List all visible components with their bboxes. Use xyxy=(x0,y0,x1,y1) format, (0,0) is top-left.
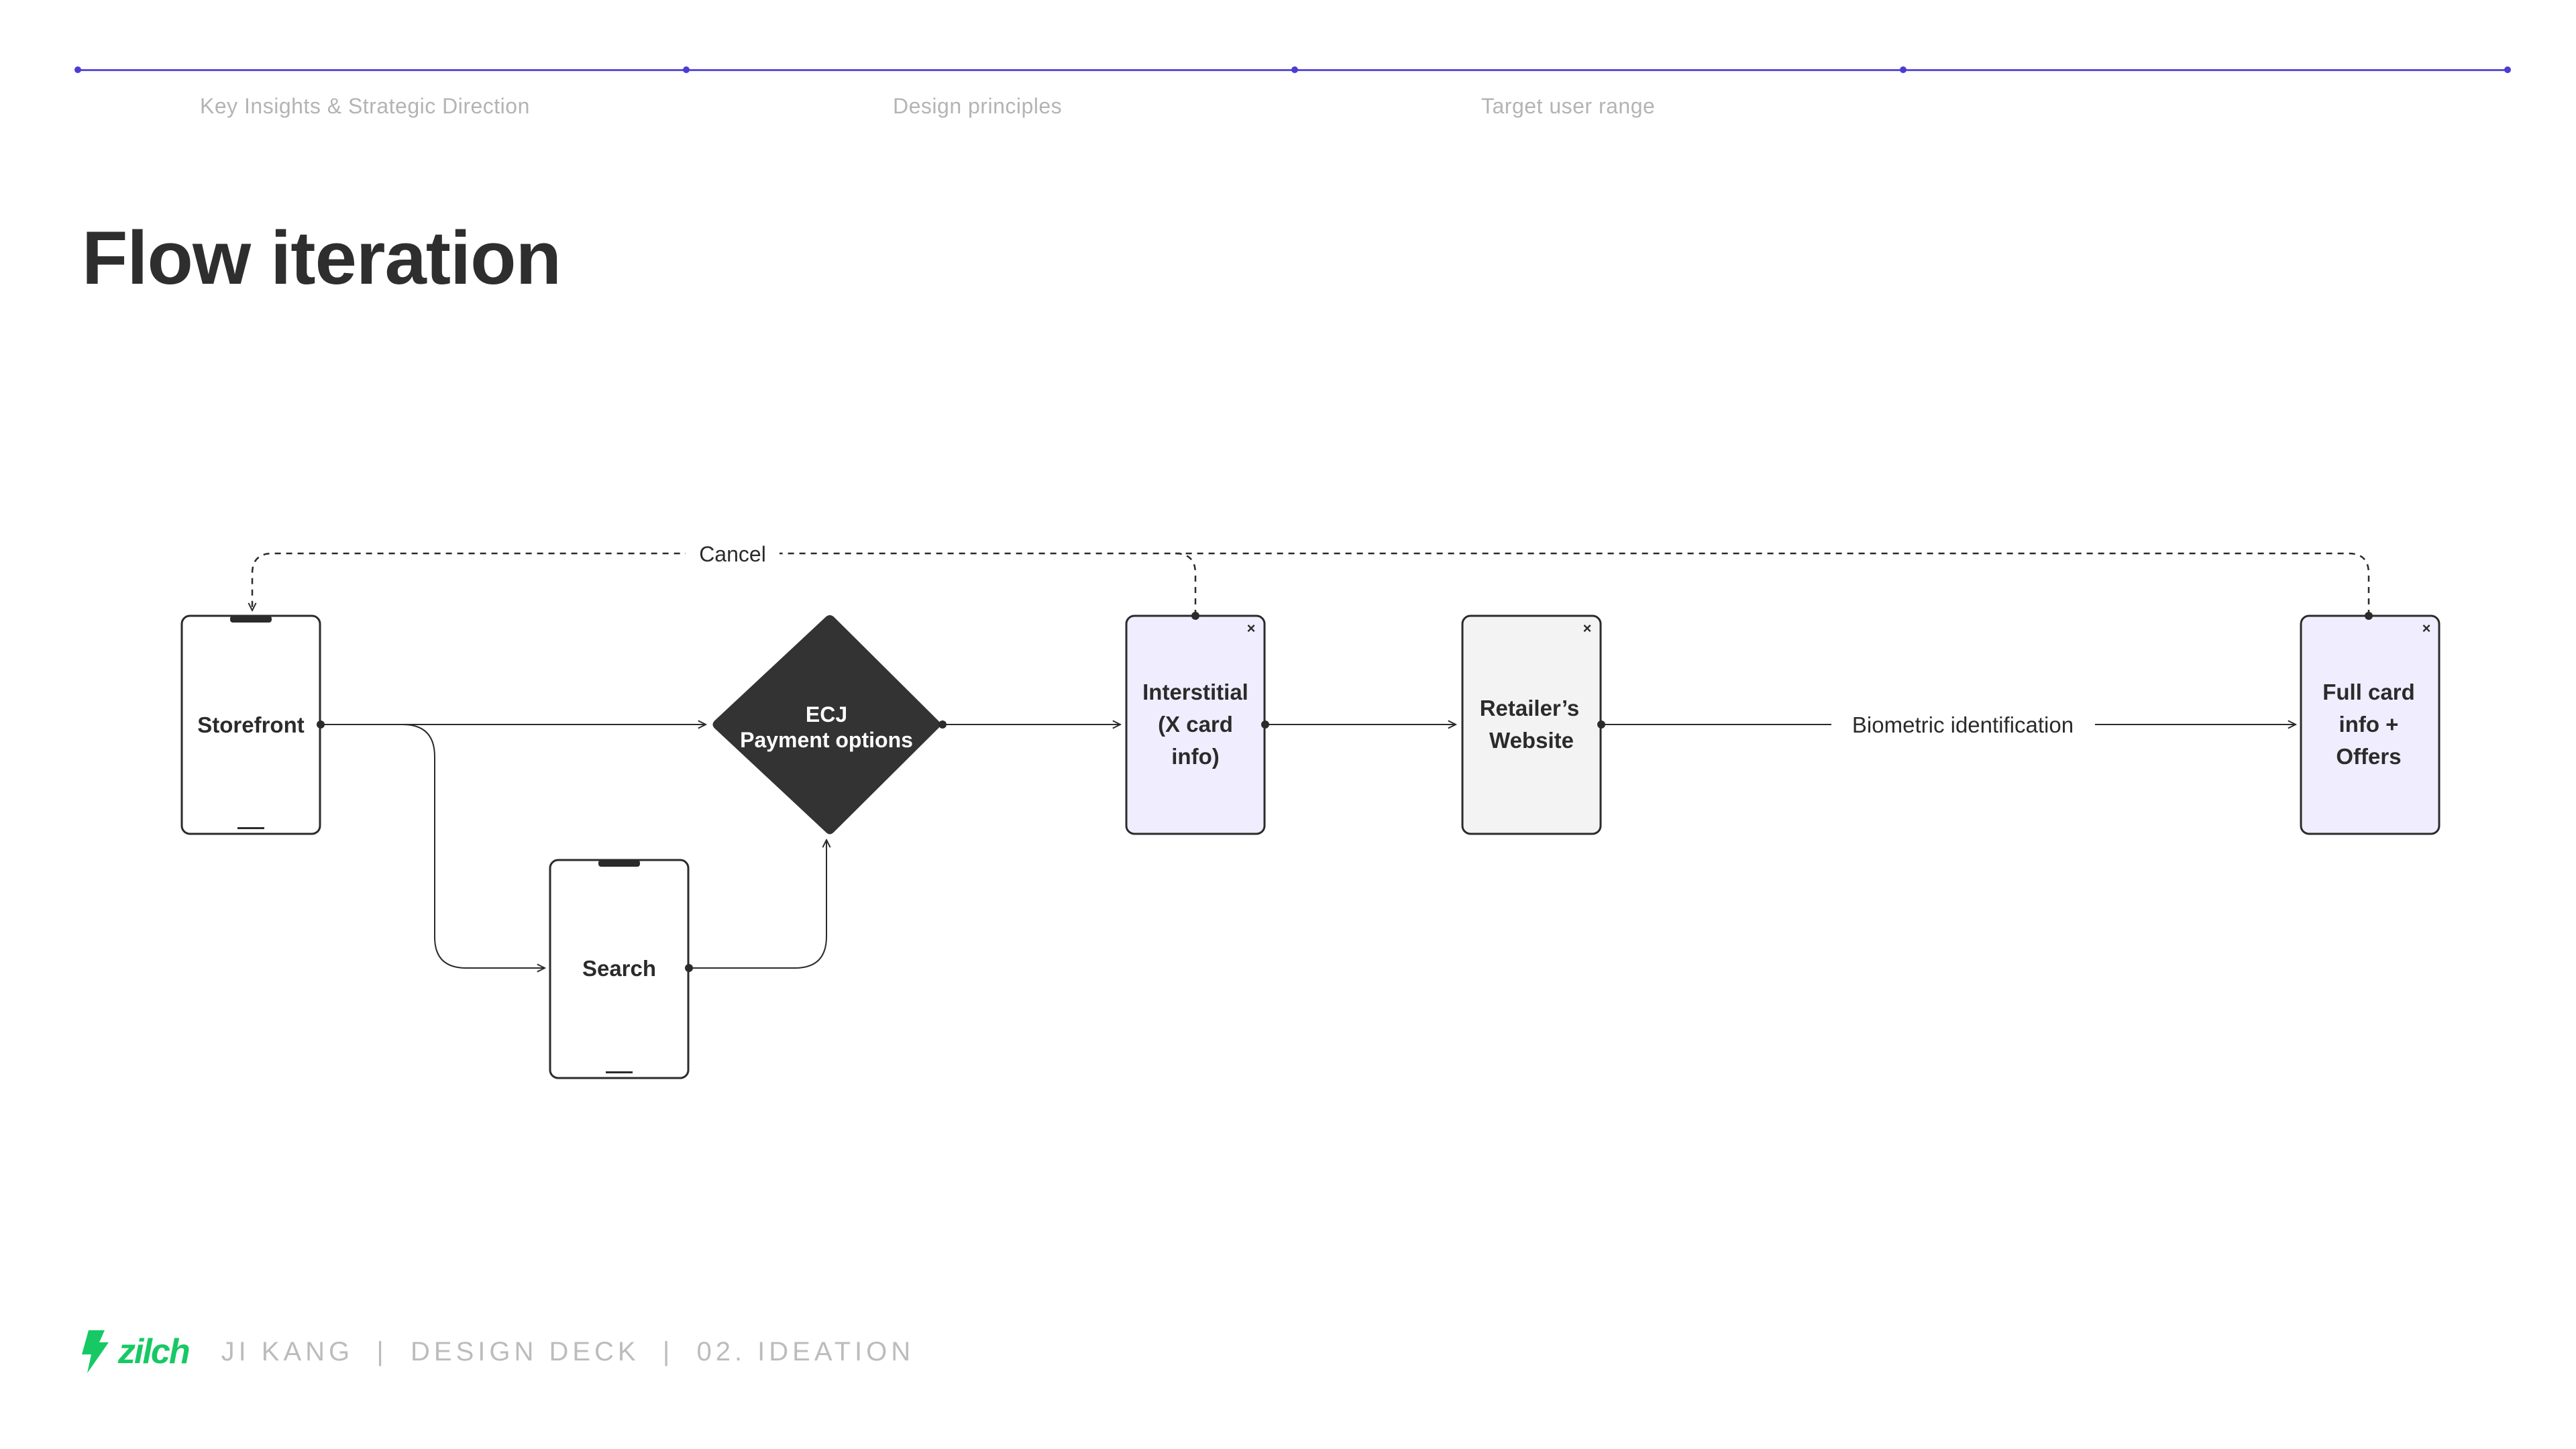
biometric-label: Biometric identification xyxy=(1852,712,2074,737)
phone-notch xyxy=(230,616,272,623)
node-retailer-website[interactable]: × Retailer’s Website xyxy=(1461,614,1602,835)
fullcard-label-line3: Offers xyxy=(2336,744,2401,769)
zilch-logo-icon xyxy=(82,1330,109,1373)
cancel-connector-fullcard xyxy=(1175,552,2370,616)
port-dot xyxy=(938,720,947,729)
retailer-label-line2: Website xyxy=(1489,728,1574,753)
port-dot xyxy=(685,964,693,972)
home-indicator xyxy=(237,827,264,829)
interstitial-label-line1: Interstitial xyxy=(1142,680,1248,704)
page-title: Flow iteration xyxy=(82,216,561,300)
progress-dot xyxy=(683,66,690,73)
node-full-card-info[interactable]: × Full card info + Offers xyxy=(2300,614,2440,835)
port-dot xyxy=(317,720,325,729)
zilch-logo: zilch xyxy=(79,1329,191,1375)
node-storefront[interactable]: Storefront xyxy=(180,614,321,835)
progress-dot xyxy=(1291,66,1298,73)
storefront-label: Storefront xyxy=(197,712,305,737)
port-dot xyxy=(1261,720,1269,729)
close-icon[interactable]: × xyxy=(2422,620,2431,637)
progress-dot xyxy=(74,66,81,73)
nav-item-target-user-range[interactable]: Target user range xyxy=(1481,94,1656,118)
phone-notch xyxy=(598,860,640,867)
connector-storefront-search xyxy=(402,724,545,968)
node-ecj-payment-options[interactable]: ECJ Payment options xyxy=(712,615,941,835)
nav-item-design-principles[interactable]: Design principles xyxy=(893,94,1063,118)
interstitial-label-line3: info) xyxy=(1171,744,1219,769)
node-search[interactable]: Search xyxy=(549,859,690,1079)
port-dot xyxy=(1597,720,1605,729)
fullcard-label-line2: info + xyxy=(2339,712,2399,737)
close-icon[interactable]: × xyxy=(1247,620,1256,637)
port-dot xyxy=(1191,612,1199,620)
cancel-label-bg xyxy=(686,539,780,568)
port-dot xyxy=(2365,612,2373,620)
cancel-label: Cancel xyxy=(699,542,766,566)
progress-dot xyxy=(1900,66,1907,73)
fullcard-label-line1: Full card xyxy=(2322,680,2415,704)
footer-credits: JI KANG | DESIGN DECK | 02. IDEATION xyxy=(221,1336,915,1366)
zilch-wordmark: zilch xyxy=(118,1332,191,1371)
interstitial-label-line2: (X card xyxy=(1158,712,1233,737)
search-label: Search xyxy=(582,956,656,981)
decision-label-line2: Payment options xyxy=(740,728,913,752)
home-indicator xyxy=(606,1071,633,1073)
close-icon[interactable]: × xyxy=(1583,620,1592,637)
footer: zilch JI KANG | DESIGN DECK | 02. IDEATI… xyxy=(79,1325,914,1379)
progress-dot xyxy=(2504,66,2511,73)
nav-item-key-insights[interactable]: Key Insights & Strategic Direction xyxy=(200,94,530,118)
connector-search-decision xyxy=(689,840,826,969)
node-interstitial[interactable]: × Interstitial (X card info) xyxy=(1125,614,1266,835)
decision-label-line1: ECJ xyxy=(806,702,847,727)
retailer-label-line1: Retailer’s xyxy=(1480,696,1580,720)
